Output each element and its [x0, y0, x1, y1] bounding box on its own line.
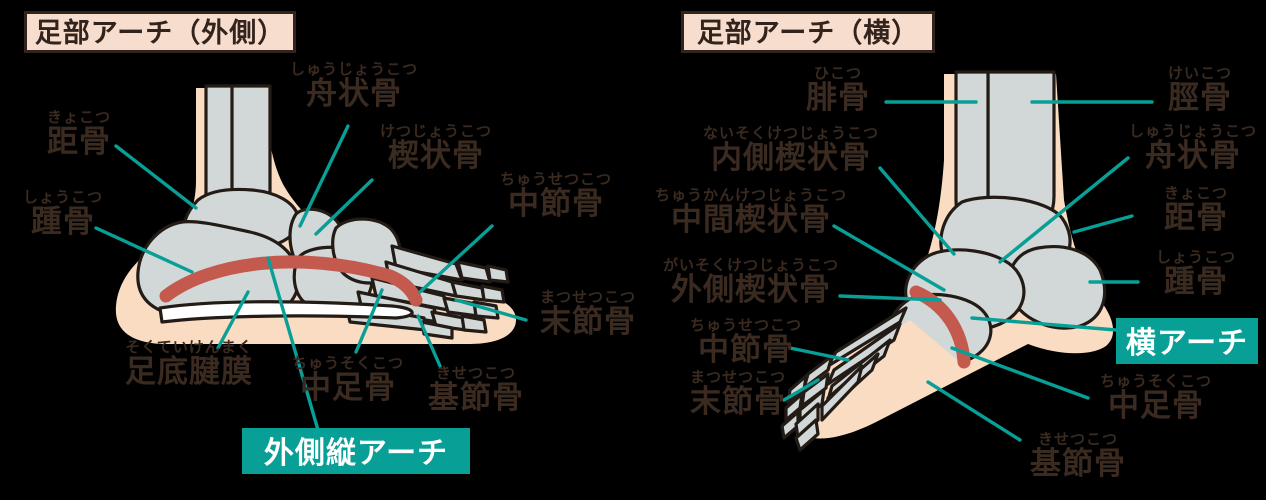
bone-cuneiform-block-r [887, 292, 993, 368]
bone-calcaneus [136, 220, 300, 318]
bone-proximal-phalanx-e [420, 320, 454, 340]
label-plantar-fascia: そくていけんまく 足底腱膜 [104, 340, 274, 388]
bone-middle-phalanx-a [486, 264, 510, 284]
lateral-longitudinal-arch [159, 255, 423, 307]
label-tibia-transverse: けいこつ 脛骨 [1152, 66, 1248, 114]
furigana: きょこつ [46, 108, 111, 126]
label-text: 末節骨 [690, 384, 786, 420]
label-text: 踵骨 [1164, 264, 1228, 300]
label-medial-cuneiform: ないそくけつじょうこつ 内側楔状骨 [700, 126, 882, 174]
label-distal-phalanx-lateral: まつせつこつ 末節骨 [518, 290, 658, 338]
label-calcaneus-lateral: しょうこつ 踵骨 [8, 190, 118, 238]
label-text: 踵骨 [31, 204, 95, 240]
panel-title-lateral: 足部アーチ（外側） [24, 11, 296, 53]
label-distal-phalanx-transverse: まつせつこつ 末節骨 [668, 370, 808, 418]
label-navicular-transverse: しゅうじょうこつ 舟状骨 [1128, 124, 1258, 172]
label-text: 腓骨 [806, 80, 870, 116]
label-text: 中節骨 [698, 332, 794, 368]
label-text: 末節骨 [540, 304, 636, 340]
bone-calcaneus-r [1006, 245, 1107, 330]
label-talus-transverse: きょこつ 距骨 [1140, 186, 1252, 234]
bone-metatarsal-1 [390, 244, 464, 282]
bone-navicular [288, 207, 347, 280]
label-text: 足底腱膜 [125, 354, 253, 390]
furigana: けいこつ [1167, 64, 1232, 82]
transverse-arch [909, 285, 971, 369]
badge-lateral-longitudinal-arch: 外側縦アーチ [242, 428, 470, 474]
bone-middle-phalanx-b [480, 284, 506, 304]
label-fibula-transverse: ひこつ 腓骨 [790, 66, 886, 114]
label-cuneiform-lateral: けつじょうこつ 楔状骨 [360, 124, 512, 172]
bone-navicular-r [904, 248, 1026, 333]
bone-proximal-phalanx-b [450, 280, 486, 302]
label-metatarsal-transverse: ちゅうそくこつ 中足骨 [1080, 374, 1232, 422]
bone-tibia [204, 84, 254, 228]
label-lateral-cuneiform: がいそくけつじょうこつ 外側楔状骨 [660, 258, 842, 306]
label-navicular-lateral: しゅうじょうこつ 舟状骨 [272, 62, 436, 110]
furigana: けつじょうこつ [379, 122, 492, 140]
bone-cuneiform [331, 217, 402, 285]
label-text: 中足骨 [1108, 388, 1204, 424]
bone-metatarsal-2 [384, 260, 458, 298]
label-text: 脛骨 [1168, 80, 1232, 116]
bone-proximal-phalanx-c [442, 296, 480, 318]
label-text: 楔状骨 [388, 138, 484, 174]
label-text: 外側楔状骨 [671, 272, 831, 308]
furigana: ちゅうそくこつ [1099, 372, 1212, 390]
furigana: ちゅうせつこつ [499, 170, 612, 188]
label-text: 中節骨 [508, 186, 604, 222]
bone-proximal-phalanx-d [430, 310, 468, 332]
furigana: きせつこつ [1037, 430, 1118, 448]
furigana: がいそくけつじょうこつ [662, 256, 839, 274]
bone-talus-r [939, 195, 1072, 287]
furigana: ないそくけつじょうこつ [702, 124, 879, 142]
bone-tibia-r [986, 70, 1056, 232]
label-text: 基節骨 [1030, 446, 1126, 482]
furigana: しゅうじょうこつ [289, 60, 418, 78]
furigana: そくていけんまく [125, 338, 253, 356]
label-text: 中間楔状骨 [671, 202, 831, 238]
label-metatarsal-lateral: ちゅうそくこつ 中足骨 [272, 356, 424, 404]
label-talus-lateral: きょこつ 距骨 [24, 110, 134, 158]
furigana: しょうこつ [1155, 248, 1236, 266]
furigana: きせつこつ [435, 364, 516, 382]
label-text: 内側楔状骨 [711, 140, 871, 176]
furigana: きょこつ [1163, 184, 1228, 202]
bone-metatarsal-3 [370, 276, 450, 312]
furigana: まつせつこつ [689, 368, 786, 386]
plantar-fascia [158, 300, 414, 324]
bone-metatarsal-4 [356, 290, 440, 324]
label-calcaneus-transverse: しょうこつ 踵骨 [1140, 250, 1252, 298]
furigana: ちゅうかんけつじょうこつ [654, 186, 847, 204]
label-text: 距骨 [1164, 200, 1228, 236]
furigana: ちゅうそくこつ [291, 354, 404, 372]
bone-talus [182, 187, 301, 255]
furigana: しゅうじょうこつ [1128, 122, 1257, 140]
bone-fibula [230, 84, 272, 230]
label-intermediate-cuneiform: ちゅうかんけつじょうこつ 中間楔状骨 [652, 188, 850, 236]
furigana: ちゅうせつこつ [689, 316, 802, 334]
label-middle-phalanx-lateral: ちゅうせつこつ 中節骨 [482, 172, 630, 220]
label-text: 中足骨 [300, 370, 396, 406]
label-text: 距骨 [47, 124, 111, 160]
bone-distal-phalanx-c [472, 300, 500, 320]
bone-cuboid [292, 245, 374, 312]
label-text: 舟状骨 [1145, 138, 1241, 174]
furigana: しょうこつ [22, 188, 103, 206]
bone-distal-phalanx-d [460, 314, 488, 334]
badge-transverse-arch: 横アーチ [1116, 318, 1258, 364]
label-text: 舟状骨 [306, 76, 402, 112]
label-middle-phalanx-transverse: ちゅうせつこつ 中節骨 [676, 318, 816, 366]
bone-metatarsals-r [820, 306, 908, 422]
label-proximal-phalanx-lateral: きせつこつ 基節骨 [408, 366, 544, 414]
bone-fibula-r [954, 70, 990, 234]
furigana: まつせつこつ [539, 288, 636, 306]
furigana: ひこつ [813, 64, 862, 82]
label-proximal-phalanx-transverse: きせつこつ 基節骨 [1008, 432, 1148, 480]
label-text: 基節骨 [428, 380, 524, 416]
bone-metatarsal-5 [344, 302, 428, 332]
panel-title-transverse: 足部アーチ（横） [681, 11, 935, 53]
bone-proximal-phalanx-a [456, 260, 492, 284]
